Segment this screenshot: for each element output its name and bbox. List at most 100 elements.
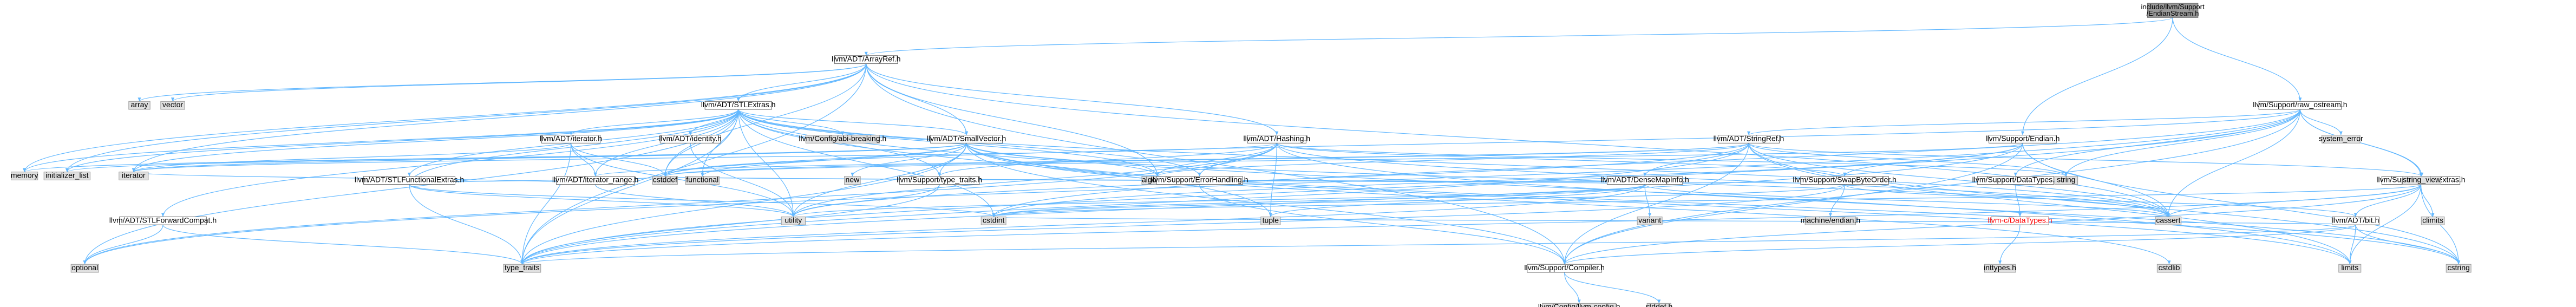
edge-bit-to-compiler (1562, 224, 2356, 265)
node-label: array (131, 100, 148, 109)
node-vector[interactable]: vector (160, 100, 185, 110)
node-cstring[interactable]: cstring (2446, 263, 2472, 273)
node-iterrange[interactable]: llvm/ADT/iterator_range.h (552, 175, 639, 185)
edge-root-to-rawostream (2172, 17, 2302, 102)
node-box (1646, 303, 1671, 307)
node-densemapinfo[interactable]: llvm/ADT/DenseMapInfo.h (1600, 175, 1689, 185)
node-label: llvm/ADT/ArrayRef.h (832, 55, 901, 63)
node-optional[interactable]: optional (70, 263, 99, 273)
edge-smallvector-to-algorithm (966, 143, 1159, 177)
node-box (1542, 303, 1617, 307)
node-configdatatypes[interactable]: llvm-c/DataTypes.h (1987, 215, 2052, 225)
node-label: inttypes.h (1984, 263, 2016, 272)
node-label: llvm/ADT/SmallVector.h (927, 134, 1006, 142)
node-box (2322, 135, 2361, 143)
edge-rawostream-to-cassert (2166, 109, 2301, 217)
node-swapbyte[interactable]: llvm/Support/SwapByteOrder.h (1793, 175, 1897, 185)
node-box (834, 55, 898, 64)
node-functional[interactable]: functional (685, 175, 720, 185)
edge-typetraitsh-to-typetraits (520, 184, 940, 265)
node-cstdlib[interactable]: cstdlib (2156, 263, 2182, 273)
node-label: cstddef (653, 175, 677, 184)
node-label: new (846, 175, 860, 184)
edge-root-to-endian (2021, 17, 2173, 135)
node-endian[interactable]: llvm/Support/Endian.h (1985, 134, 2060, 143)
node-inttypes[interactable]: inttypes.h (1984, 263, 2016, 273)
node-array[interactable]: array (128, 100, 151, 110)
node-box (2147, 3, 2199, 18)
node-memory[interactable]: memory (11, 171, 38, 180)
edge-stringref-to-compiler (1562, 143, 1749, 265)
node-systemerror[interactable]: system_error (2319, 134, 2363, 143)
edge-stringref-to-cstddef (663, 142, 1749, 177)
node-box (1717, 135, 1780, 143)
node-stlfwd[interactable]: llvm/ADT/STLForwardCompat.h (109, 215, 217, 225)
node-box (555, 176, 635, 185)
node-identity[interactable]: llvm/ADT/identity.h (659, 134, 722, 143)
node-machineendian[interactable]: machine/endian.h (1801, 215, 1861, 225)
node-box (704, 101, 772, 110)
node-hashing[interactable]: llvm/ADT/Hashing.h (1243, 134, 1310, 143)
node-box (2338, 264, 2362, 273)
node-cstdint[interactable]: cstdint (980, 215, 1006, 225)
node-box (844, 176, 861, 185)
node-limits[interactable]: limits (2338, 263, 2362, 273)
node-label: initializer_list (45, 171, 88, 180)
node-iteratorh[interactable]: llvm/ADT/iterator.h (540, 134, 602, 143)
node-errorhandling[interactable]: llvm/Support/ErrorHandling.h (1151, 175, 1248, 185)
node-label: limits (2341, 263, 2358, 272)
node-configbreak[interactable]: llvm/Config/abi-breaking.h (799, 134, 886, 143)
node-iterator[interactable]: iterator (119, 171, 149, 180)
edge-smallvector-to-memory (23, 142, 967, 173)
node-typetraits[interactable]: type_traits (503, 263, 541, 273)
node-stringview[interactable]: string_view (2402, 175, 2441, 185)
edge-bit-to-typetraits (520, 224, 2356, 265)
edge-rawostream-to-datatypes (2013, 109, 2301, 177)
node-layer: include/llvm/Support/EndianStream.h llvm/… (11, 3, 2472, 307)
node-label: llvm/ADT/identity.h (659, 134, 722, 142)
edge-stringref-to-stringview (1748, 142, 2424, 177)
node-climits[interactable]: climits (2421, 215, 2445, 225)
node-arrayref[interactable]: llvm/ADT/ArrayRef.h (832, 55, 901, 64)
node-stddef[interactable]: stddef.h (1645, 302, 1672, 307)
edge-rawostream-to-systemerror (2299, 109, 2343, 135)
edge-densemapinfo-to-utility (792, 184, 1645, 217)
edge-stlextras-to-iteratorh (569, 109, 739, 135)
node-stlextras[interactable]: llvm/ADT/STLExtras.h (701, 100, 776, 110)
edge-iteratorh-to-iterrange (570, 143, 597, 177)
node-initlist[interactable]: initializer_list (43, 171, 90, 180)
node-root[interactable]: include/llvm/Support/EndianStream.h (2141, 3, 2205, 18)
node-datatypes[interactable]: llvm/Support/DataTypes.h (1972, 175, 2059, 185)
edge-arrayref-to-hashing (866, 63, 1279, 135)
node-box (1260, 216, 1281, 225)
edge-stlextras-to-limits (738, 109, 2352, 265)
edge-hashing-to-typetraitsh (938, 143, 1277, 177)
node-label: llvm/ADT/STLForwardCompat.h (109, 215, 217, 224)
node-smallvector[interactable]: llvm/ADT/SmallVector.h (927, 134, 1006, 143)
node-rawostream[interactable]: llvm/Support/raw_ostream.h (2253, 100, 2348, 110)
node-tuple[interactable]: tuple (1260, 215, 1281, 225)
node-typetraitsh[interactable]: llvm/Support/type_traits.h (897, 175, 982, 185)
node-string[interactable]: string (2054, 175, 2078, 185)
node-new[interactable]: new (844, 175, 861, 185)
node-compiler[interactable]: llvm/Support/Compiler.h (1524, 263, 1605, 273)
node-utility[interactable]: utility (781, 215, 806, 225)
edge-stringref-to-densemapinfo (1643, 143, 1749, 177)
node-label: llvm/ADT/iterator.h (540, 134, 602, 142)
edge-stlfwd-to-optional (83, 225, 164, 265)
node-cassert[interactable]: cassert (2155, 215, 2182, 225)
node-llvmconfig[interactable]: llvm/Config/llvm-config.h (1538, 302, 1620, 307)
node-label: stddef.h (1645, 302, 1672, 307)
node-label: optional (71, 263, 98, 272)
edge-bit-to-cstdint (992, 213, 2356, 225)
node-box (70, 264, 99, 273)
node-cstddef[interactable]: cstddef (652, 175, 678, 185)
node-bit[interactable]: llvm/ADT/bit.h (2331, 215, 2379, 225)
node-box (1984, 264, 2016, 273)
node-stringref[interactable]: llvm/ADT/StringRef.h (1714, 134, 1784, 143)
node-label: vector (162, 100, 183, 109)
node-stlfunc[interactable]: llvm/ADT/STLFunctionalExtras.h (355, 175, 464, 185)
node-variant[interactable]: variant (1637, 215, 1663, 225)
node-label: memory (11, 171, 38, 180)
